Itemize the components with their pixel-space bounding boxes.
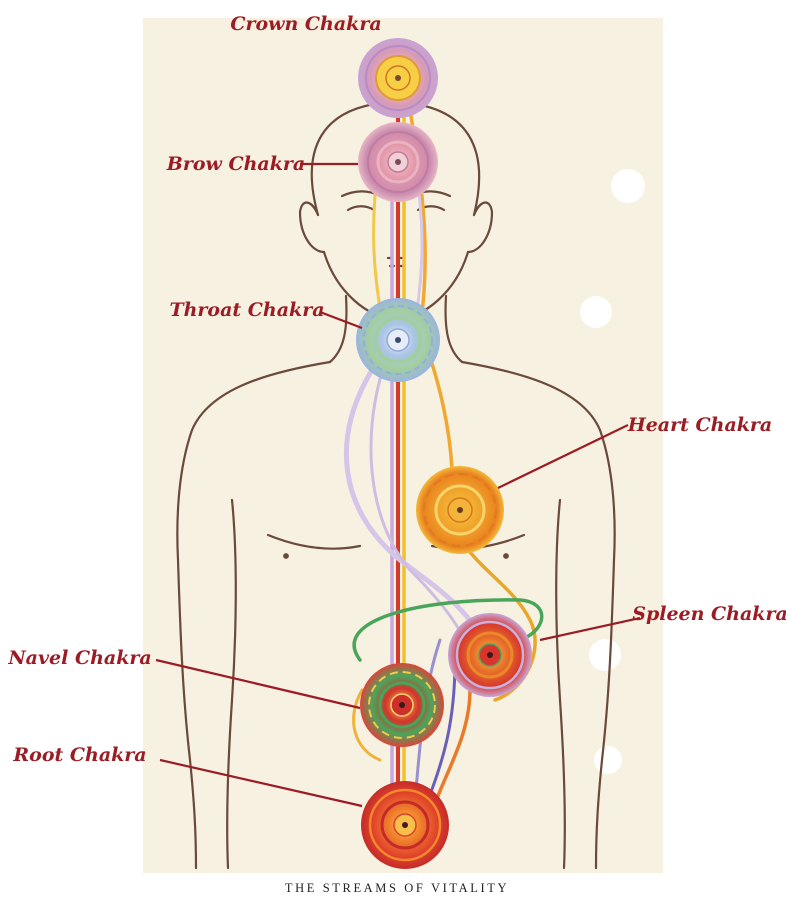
throat-chakra [356, 298, 440, 382]
crown-chakra-label: Crown Chakra [230, 13, 381, 35]
heart-chakra [416, 466, 504, 554]
navel-chakra-label: Navel Chakra [7, 647, 151, 669]
brow-chakra [358, 122, 438, 202]
spleen-chakra-label: Spleen Chakra [632, 603, 786, 625]
throat-chakra-label: Throat Chakra [169, 299, 324, 321]
root-chakra-label: Root Chakra [12, 744, 146, 766]
heart-chakra-label: Heart Chakra [627, 414, 773, 436]
root-chakra [361, 781, 449, 869]
brow-chakra-label: Brow Chakra [166, 153, 305, 175]
spleen-chakra [448, 613, 532, 697]
crown-chakra [358, 38, 438, 118]
navel-chakra [360, 663, 444, 747]
diagram-caption: THE STREAMS OF VITALITY [285, 881, 509, 895]
